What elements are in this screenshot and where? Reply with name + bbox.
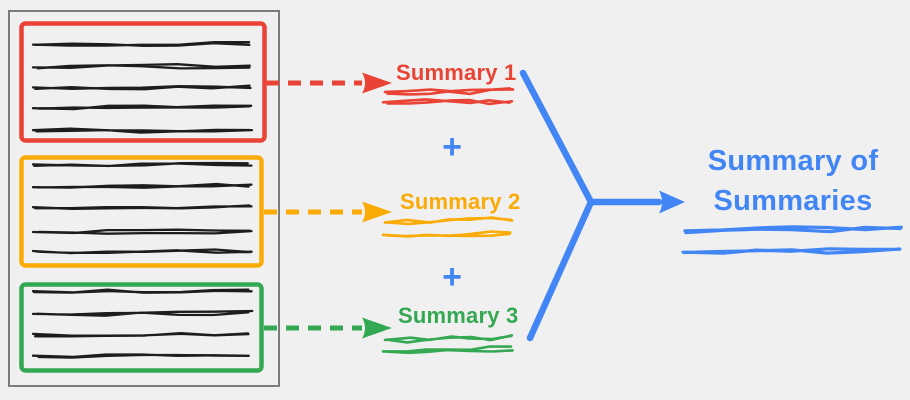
summary-1-label: Summary 1 bbox=[396, 60, 517, 85]
summary-1-scribble bbox=[383, 87, 515, 96]
doc-section-1-text-line bbox=[31, 63, 251, 70]
dashed-arrow-section3 bbox=[264, 317, 392, 339]
doc-section-1-box bbox=[19, 21, 267, 143]
arrowhead-green bbox=[362, 317, 392, 339]
doc-section-1-text-line bbox=[31, 84, 252, 91]
doc-section-1-text-line bbox=[31, 104, 253, 111]
doc-section-2-text-line bbox=[31, 248, 253, 255]
doc-section-2-text-line bbox=[31, 228, 253, 235]
dashed-arrow-section2 bbox=[264, 201, 392, 223]
dashed-arrow-section1 bbox=[266, 72, 392, 94]
doc-section-3-text-line bbox=[31, 331, 250, 338]
plus-operator-2: + bbox=[442, 258, 462, 296]
doc-section-3-text-line bbox=[31, 353, 250, 359]
summary-2-scribble bbox=[381, 230, 512, 238]
summary-2-label: Summary 2 bbox=[400, 189, 521, 214]
summary-2-scribble bbox=[383, 216, 514, 226]
doc-section-2-text-line bbox=[31, 204, 253, 210]
result-title: Summary of Summaries bbox=[660, 141, 910, 221]
doc-section-2-text-line bbox=[31, 161, 253, 168]
arrowhead-orange bbox=[362, 201, 392, 223]
arrowhead-red bbox=[362, 72, 392, 94]
doc-section-1-text-line bbox=[31, 127, 254, 134]
result-title-line2: Summaries bbox=[713, 185, 873, 217]
document-border bbox=[8, 10, 280, 387]
merge-connector bbox=[519, 69, 685, 342]
summary-3-scribble bbox=[381, 345, 514, 355]
result-scribble bbox=[681, 247, 902, 255]
doc-section-3-text-line bbox=[31, 288, 253, 294]
arrowhead-blue bbox=[659, 190, 685, 214]
scribble-layer bbox=[31, 41, 903, 359]
doc-section-1-text-line bbox=[31, 41, 251, 47]
doc-section-3-text-line bbox=[31, 309, 254, 317]
source-document bbox=[8, 10, 280, 387]
plus-operator-1: + bbox=[442, 128, 462, 166]
summary-3-label: Summary 3 bbox=[398, 303, 519, 328]
doc-section-3-box bbox=[19, 282, 264, 373]
doc-section-2-box bbox=[19, 155, 264, 268]
result-title-line1: Summary of bbox=[707, 145, 879, 177]
summary-1-scribble bbox=[381, 98, 514, 106]
summary-3-scribble bbox=[383, 334, 514, 344]
doc-section-2-text-line bbox=[31, 182, 253, 189]
result-scribble bbox=[683, 225, 903, 235]
